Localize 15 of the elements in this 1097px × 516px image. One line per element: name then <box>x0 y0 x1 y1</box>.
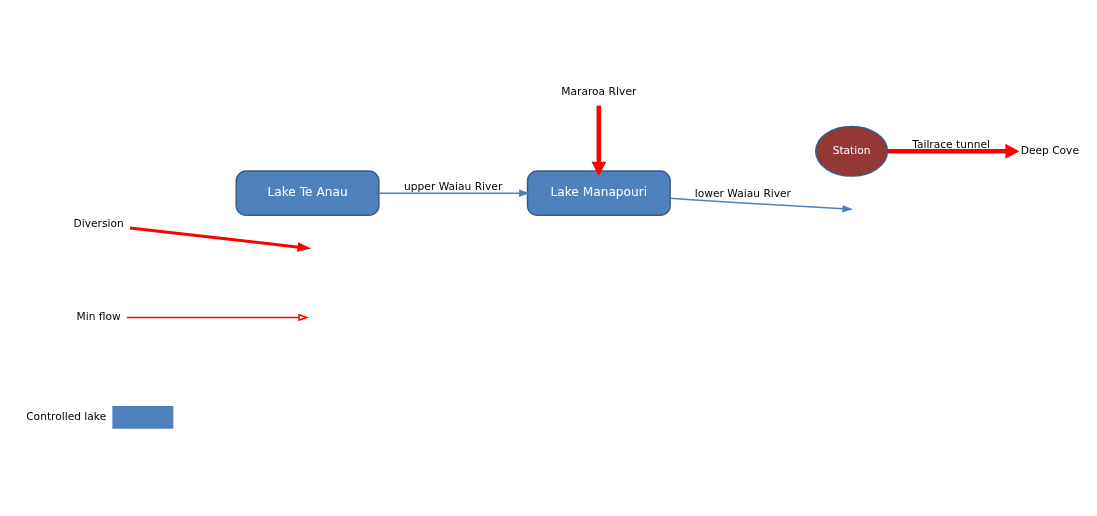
node-ellipse: Station <box>815 125 889 177</box>
arrow <box>591 105 607 176</box>
arrow <box>887 143 1020 159</box>
arrow <box>378 189 530 197</box>
legend-label: Min flow <box>76 310 121 324</box>
node-box: Lake Manapouri <box>526 170 671 217</box>
edge-label: lower Waiau River <box>694 187 792 201</box>
node-text: Mararoa RIver <box>561 84 637 98</box>
edge-label: upper Waiau River <box>404 180 503 194</box>
legend-label: Controlled lake <box>26 410 107 424</box>
edge-label: Tailrace tunnel <box>912 138 991 152</box>
node-box: Lake Te Anau <box>235 170 380 217</box>
node-text: Deep Cove <box>1020 144 1079 158</box>
legend-label: Diversion <box>73 217 124 231</box>
arrow <box>669 197 854 213</box>
